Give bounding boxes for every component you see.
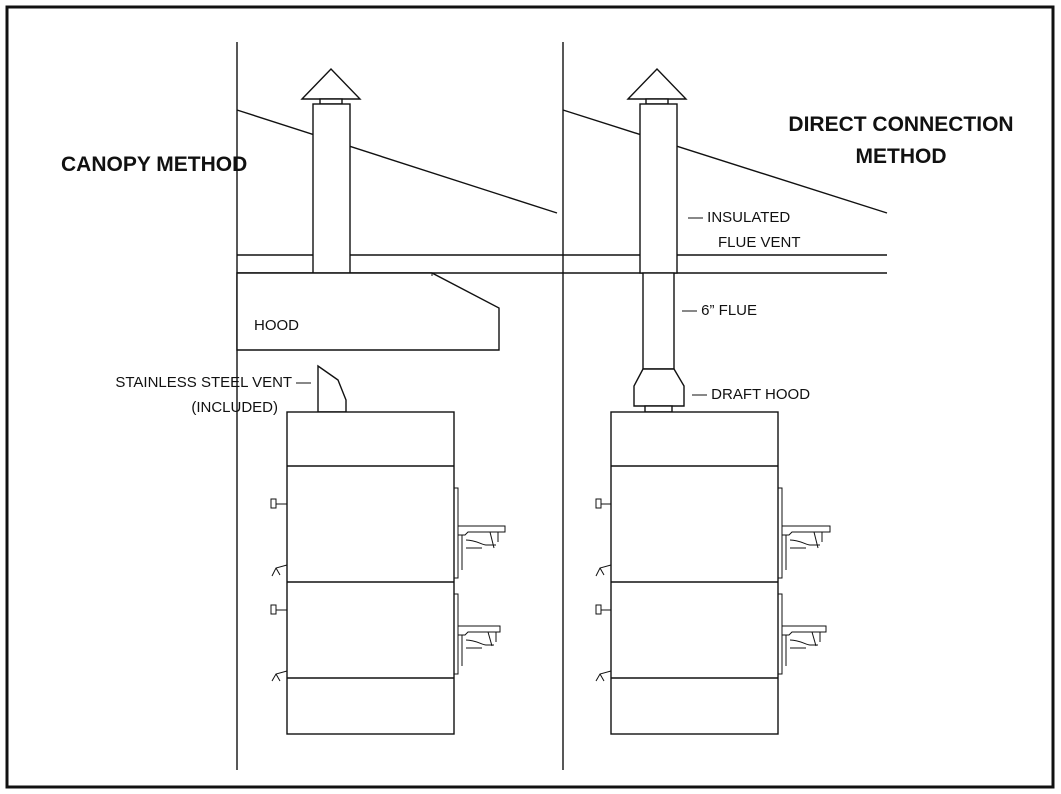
knob-icon <box>595 604 611 615</box>
valve-icon <box>595 670 612 682</box>
insulated-flue-vent <box>639 103 678 274</box>
valve-icon <box>595 564 612 577</box>
knob-icon <box>270 604 287 615</box>
flue-vent-label: FLUE VENT <box>718 234 801 251</box>
hood-label: HOOD <box>254 317 299 334</box>
direct-chimney <box>626 67 688 274</box>
draft-hood-label: — DRAFT HOOD <box>692 386 810 403</box>
door-bracket-icon <box>777 593 827 675</box>
outer-border <box>5 5 1055 789</box>
hood-shape <box>236 272 500 351</box>
stainless-vent-label-included: (INCLUDED) <box>191 399 278 416</box>
direct-appliance <box>595 411 831 735</box>
canopy-method-title: CANOPY METHOD <box>61 153 247 176</box>
direct-method-title-line1: DIRECT CONNECTION <box>788 113 1013 136</box>
six-inch-flue-label: — 6” FLUE <box>682 302 757 319</box>
roof-slope-right <box>562 109 888 214</box>
roof-slope-left <box>236 109 558 214</box>
hood <box>236 272 500 351</box>
six-inch-flue <box>642 272 675 370</box>
direct-method-title-line2: METHOD <box>856 145 947 168</box>
valve-icon <box>271 670 288 682</box>
door-bracket-icon <box>777 487 831 579</box>
knob-icon <box>595 498 611 509</box>
door-bracket-icon <box>453 487 506 579</box>
draft-hood <box>633 368 685 413</box>
knob-icon <box>270 498 287 509</box>
door-bracket-icon <box>453 593 501 675</box>
canopy-appliance <box>270 411 506 735</box>
chimney-pipe-left <box>312 103 351 274</box>
stainless-vent-label: STAINLESS STEEL VENT — <box>115 374 311 391</box>
insulated-label: — INSULATED <box>688 209 790 226</box>
canopy-chimney <box>300 67 362 274</box>
valve-icon <box>271 564 288 577</box>
